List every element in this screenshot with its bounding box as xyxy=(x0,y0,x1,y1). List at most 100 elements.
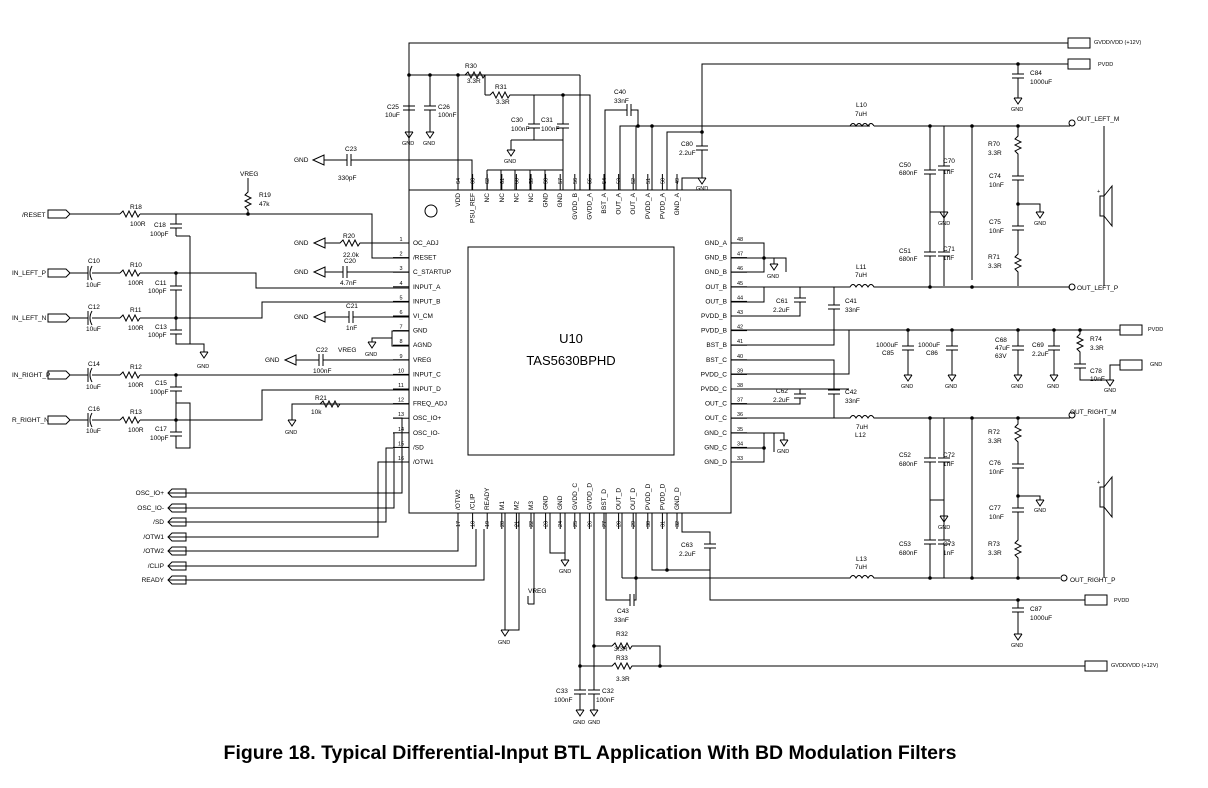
pin-number: 57 xyxy=(558,178,564,184)
svg-text:7uH: 7uH xyxy=(855,111,867,118)
pin-number: 33 xyxy=(737,456,743,462)
pin-name: PVDD_D xyxy=(659,483,666,510)
pin-name: PVDD_B xyxy=(701,313,727,320)
pin-name: OUT_C xyxy=(705,401,727,408)
svg-text:GND: GND xyxy=(423,141,435,147)
svg-text:C86: C86 xyxy=(926,350,938,357)
svg-text:C16: C16 xyxy=(88,406,100,413)
svg-text:C26: C26 xyxy=(438,104,450,111)
svg-text:L10: L10 xyxy=(856,102,867,109)
output-port-label: OSC_IO+ xyxy=(136,490,165,497)
svg-text:7uH: 7uH xyxy=(855,564,867,571)
pin-number: 1 xyxy=(399,237,402,243)
svg-text:C14: C14 xyxy=(88,361,100,368)
svg-text:C42: C42 xyxy=(845,389,857,396)
pin-number: 39 xyxy=(737,368,743,374)
pins-top-group: 64VDD63PSU_REF62NC61NC60NC59NC58GND57GND… xyxy=(455,174,681,223)
svg-text:C30: C30 xyxy=(511,117,523,124)
output-port-wire xyxy=(186,529,477,567)
svg-text:IN_RIGHT_P: IN_RIGHT_P xyxy=(12,372,50,379)
svg-text:GND: GND xyxy=(504,159,516,165)
svg-text:GND: GND xyxy=(265,357,280,364)
pin-number: 24 xyxy=(558,521,564,527)
svg-text:C40: C40 xyxy=(614,89,626,96)
svg-text:10nF: 10nF xyxy=(989,514,1004,521)
pin-number: 13 xyxy=(398,412,404,418)
input-port-reset: /RESET xyxy=(22,209,71,219)
chip-body xyxy=(408,189,732,514)
output-port-label: READY xyxy=(142,577,165,584)
pin-number: 48 xyxy=(737,237,743,243)
svg-text:C80: C80 xyxy=(681,141,693,148)
svg-text:GND: GND xyxy=(197,364,209,370)
svg-text:GND: GND xyxy=(1011,643,1023,649)
pin-name: NC xyxy=(499,193,506,203)
svg-text:C15: C15 xyxy=(155,380,167,387)
svg-text:680nF: 680nF xyxy=(899,170,917,177)
svg-text:R72: R72 xyxy=(988,429,1000,436)
svg-text:1nF: 1nF xyxy=(943,255,954,262)
pin-number: 4 xyxy=(399,281,402,287)
svg-text:R21: R21 xyxy=(315,395,327,402)
pin-number: 35 xyxy=(737,427,743,433)
pin-name: GVDD_D xyxy=(586,483,593,510)
chip-ref: U10 xyxy=(559,331,583,346)
pin-name: INPUT_D xyxy=(413,386,441,393)
output-port-wire xyxy=(186,529,485,581)
pin-number: 58 xyxy=(544,178,550,184)
port-gnd-mid: GND xyxy=(1119,359,1162,371)
svg-text:+: + xyxy=(1097,480,1100,486)
svg-text:OUT_RIGHT_P: OUT_RIGHT_P xyxy=(1070,577,1116,584)
pin1-marker xyxy=(424,204,438,218)
svg-text:3.3R: 3.3R xyxy=(988,438,1002,445)
pin-number: 6 xyxy=(399,310,402,316)
svg-text:/RESET: /RESET xyxy=(22,212,46,219)
svg-text:OUT_LEFT_P: OUT_LEFT_P xyxy=(1077,285,1118,292)
pin-number: 2 xyxy=(399,252,402,258)
svg-text:VREG: VREG xyxy=(338,347,356,354)
svg-text:GND: GND xyxy=(402,141,414,147)
svg-text:1nF: 1nF xyxy=(943,461,954,468)
svg-text:C10: C10 xyxy=(88,258,100,265)
output-port xyxy=(167,503,187,513)
pin-name: OUT_C xyxy=(705,415,727,422)
svg-text:3.3R: 3.3R xyxy=(614,646,628,653)
pin-name: GND xyxy=(557,495,564,510)
svg-text:IN_LEFT_P: IN_LEFT_P xyxy=(12,270,46,277)
pin-name: OSC_IO- xyxy=(413,430,440,437)
gnd-c23: GND xyxy=(294,154,325,166)
pin-number: 30 xyxy=(646,521,652,527)
svg-text:100nF: 100nF xyxy=(541,126,559,133)
pin-number: 7 xyxy=(399,325,402,331)
pin-name: GND xyxy=(543,495,550,510)
svg-text:GND: GND xyxy=(1034,221,1046,227)
svg-text:33nF: 33nF xyxy=(845,398,860,405)
figure-caption: Figure 18. Typical Differential-Input BT… xyxy=(223,742,957,764)
svg-text:C13: C13 xyxy=(155,324,167,331)
svg-text:C78: C78 xyxy=(1090,368,1102,375)
svg-text:R33: R33 xyxy=(616,655,628,662)
pin-number: 16 xyxy=(398,456,404,462)
svg-text:C85: C85 xyxy=(882,350,894,357)
output-port xyxy=(167,561,187,571)
svg-text:C74: C74 xyxy=(989,173,1001,180)
svg-text:100R: 100R xyxy=(128,325,144,332)
svg-text:10uF: 10uF xyxy=(385,112,400,119)
svg-text:C52: C52 xyxy=(899,452,911,459)
svg-text:100nF: 100nF xyxy=(511,126,529,133)
output-port-wire xyxy=(186,417,403,494)
svg-text:GND: GND xyxy=(777,449,789,455)
svg-text:C63: C63 xyxy=(681,542,693,549)
svg-text:1000uF: 1000uF xyxy=(1030,79,1052,86)
svg-text:C22: C22 xyxy=(316,347,328,354)
svg-text:47k: 47k xyxy=(259,201,270,208)
pin-name: GND_B xyxy=(705,269,727,276)
port-pvdd-bottom: PVDD xyxy=(1084,594,1129,606)
pin-name: AGND xyxy=(413,342,432,349)
pin-name: OC_ADJ xyxy=(413,240,439,247)
pin-name: VREG xyxy=(413,357,431,364)
pin-name: VDD xyxy=(455,193,462,207)
svg-text:100nF: 100nF xyxy=(438,112,456,119)
svg-text:GND: GND xyxy=(901,384,913,390)
pin-name: PVDD_D xyxy=(645,483,652,510)
